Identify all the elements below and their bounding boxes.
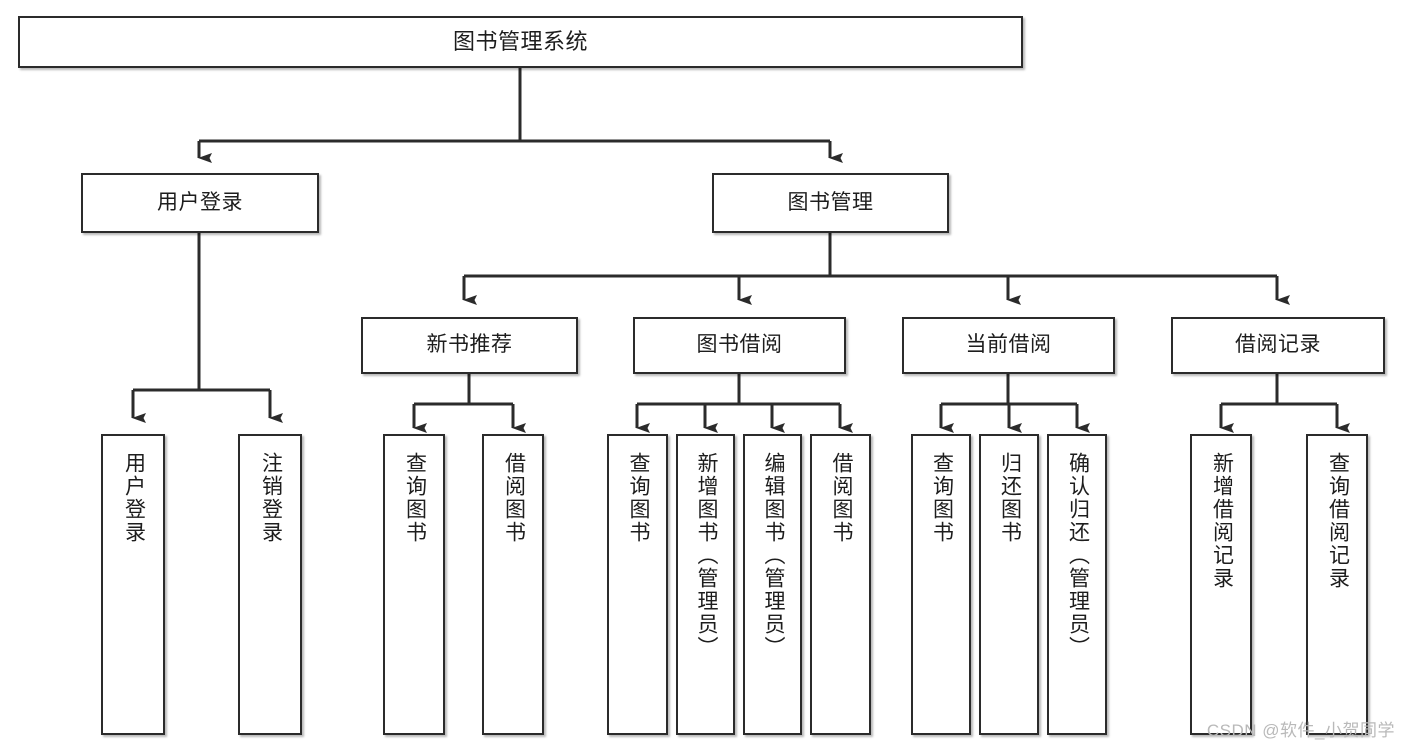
leaf-query-book-3-label: 查询图书: [930, 452, 954, 544]
node-current-borrow-label: 当前借阅: [965, 333, 1052, 357]
csdn-watermark: CSDN @软件_小贺同学: [1206, 721, 1395, 740]
node-book-borrow[interactable]: 图书借阅: [633, 317, 846, 374]
leaf-query-book-1-label: 查询图书: [403, 452, 427, 544]
leaf-borrow-book-2-label: 借阅图书: [829, 452, 853, 544]
node-borrow-record-label: 借阅记录: [1235, 333, 1321, 357]
leaf-logout-login-label: 注销登录: [259, 452, 283, 544]
leaf-query-book-3[interactable]: 查询图书: [911, 434, 971, 735]
leaf-user-login-label: 用户登录: [122, 452, 146, 544]
leaf-borrow-book-1-label: 借阅图书: [502, 452, 526, 544]
node-root-label: 图书管理系统: [452, 29, 588, 55]
node-book-manage[interactable]: 图书管理: [712, 173, 949, 233]
leaf-confirm-return[interactable]: 确认归还（管理员）: [1047, 434, 1107, 735]
leaf-query-book-1[interactable]: 查询图书: [383, 434, 445, 735]
node-book-manage-label: 图书管理: [787, 190, 874, 214]
leaf-user-login[interactable]: 用户登录: [101, 434, 165, 735]
leaf-query-record[interactable]: 查询借阅记录: [1306, 434, 1368, 735]
node-user-login-label: 用户登录: [157, 190, 243, 214]
leaf-logout-login[interactable]: 注销登录: [238, 434, 302, 735]
leaf-edit-book[interactable]: 编辑图书（管理员）: [743, 434, 802, 735]
leaf-borrow-book-2[interactable]: 借阅图书: [810, 434, 871, 735]
leaf-query-book-2-label: 查询图书: [626, 452, 650, 544]
node-root[interactable]: 图书管理系统: [18, 16, 1023, 68]
node-new-book-recommend[interactable]: 新书推荐: [361, 317, 578, 374]
node-new-book-recommend-label: 新书推荐: [426, 333, 513, 357]
leaf-edit-book-label: 编辑图书（管理员）: [761, 452, 785, 659]
leaf-add-record-label: 新增借阅记录: [1210, 452, 1234, 590]
node-book-borrow-label: 图书借阅: [696, 333, 783, 357]
leaf-add-record[interactable]: 新增借阅记录: [1190, 434, 1252, 735]
leaf-add-book[interactable]: 新增图书（管理员）: [676, 434, 735, 735]
leaf-query-book-2[interactable]: 查询图书: [607, 434, 668, 735]
node-user-login[interactable]: 用户登录: [81, 173, 319, 233]
leaf-add-book-label: 新增图书（管理员）: [694, 452, 718, 659]
leaf-borrow-book-1[interactable]: 借阅图书: [482, 434, 544, 735]
node-current-borrow[interactable]: 当前借阅: [902, 317, 1115, 374]
node-borrow-record[interactable]: 借阅记录: [1171, 317, 1385, 374]
leaf-return-book[interactable]: 归还图书: [979, 434, 1039, 735]
leaf-query-record-label: 查询借阅记录: [1326, 452, 1350, 590]
leaf-return-book-label: 归还图书: [998, 452, 1022, 544]
leaf-confirm-return-label: 确认归还（管理员）: [1066, 452, 1090, 659]
